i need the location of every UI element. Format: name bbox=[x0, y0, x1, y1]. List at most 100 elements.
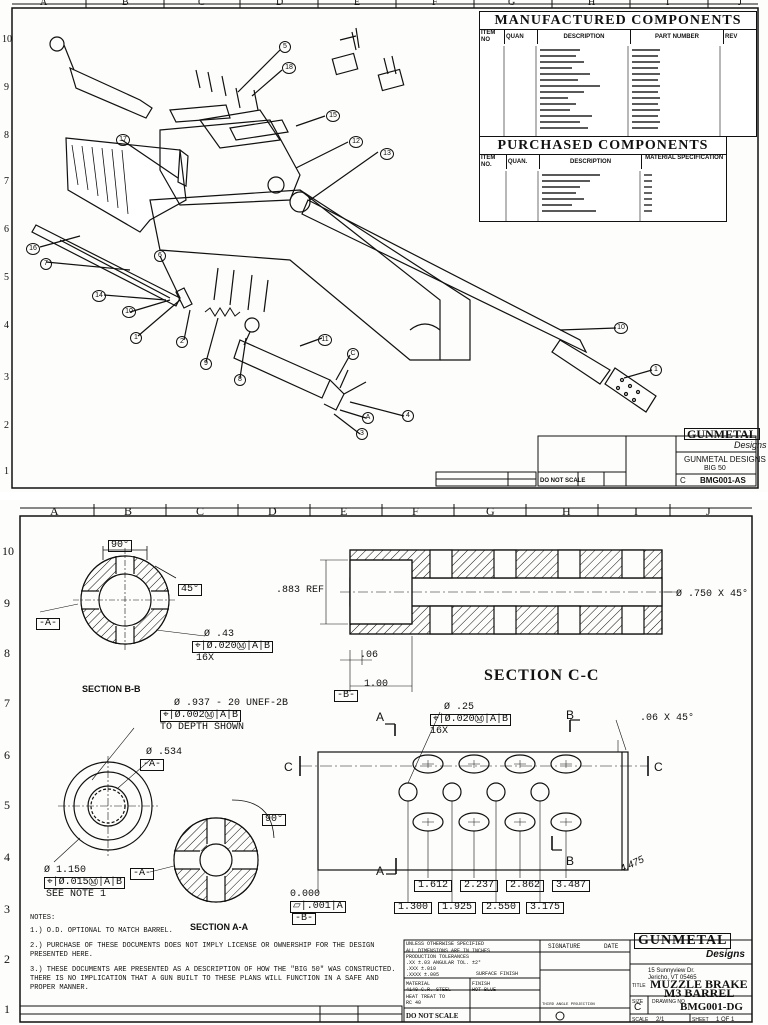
cc-datum-b: -B- bbox=[334, 690, 359, 702]
dim-top-4: 3.487 bbox=[552, 880, 591, 892]
balloon-6: 6 bbox=[154, 250, 166, 262]
zone-x-D: D bbox=[268, 504, 277, 518]
zone-y-10: 10 bbox=[2, 34, 12, 45]
cut-c-left: C bbox=[284, 760, 293, 774]
balloon-10a: 10 bbox=[122, 306, 136, 318]
notes-block: NOTES: 1.) O.D. OPTIONAL TO MATCH BARREL… bbox=[30, 914, 400, 993]
note-1: 1.) O.D. OPTIONAL TO MATCH BARREL. bbox=[30, 927, 173, 935]
end-datum: -A- bbox=[140, 759, 165, 771]
tb-heat-label: HEAT TREAT TO bbox=[406, 994, 446, 1000]
zone-x-A: A bbox=[50, 504, 59, 518]
cc-dim-06: .06 bbox=[360, 650, 379, 661]
zone-x-G: G bbox=[508, 0, 516, 8]
note-3: 3.) THESE DOCUMENTS ARE PRESENTED AS A D… bbox=[30, 966, 396, 992]
tb-material-label: MATERIAL bbox=[406, 981, 431, 987]
col-description: DESCRIPTION bbox=[540, 155, 643, 169]
manufactured-header-row: ITEM NO QUAN DESCRIPTION PART NUMBER REV bbox=[480, 29, 756, 44]
cc-dim-100: 1.00 bbox=[364, 679, 389, 690]
do-not-scale: DO NOT SCALE bbox=[540, 478, 586, 484]
note-2: 2.) PURCHASE OF THESE DOCUMENTS DOES NOT… bbox=[30, 942, 375, 959]
bb-angle: 90° bbox=[108, 540, 133, 552]
purchased-rows-illegible bbox=[505, 171, 652, 221]
manufactured-components-table: MANUFACTURED COMPONENTS ITEM NO QUAN DES… bbox=[479, 11, 757, 137]
company-address1: 15 Sunnyview Dr. bbox=[648, 968, 695, 974]
zone-x-B: B bbox=[122, 0, 129, 8]
section-aa-label: SECTION A-A bbox=[190, 922, 249, 932]
balloon-7: 7 bbox=[40, 258, 52, 270]
side-chamfer: .06 X 45° bbox=[640, 713, 695, 724]
balloon-11: 11 bbox=[318, 334, 332, 346]
side-flat-tol: ⏥|.001|A bbox=[290, 901, 346, 913]
assembly-sheet: A B C D E F G H I J 10 9 8 7 6 5 4 3 2 1… bbox=[0, 0, 768, 492]
tb-size: C bbox=[634, 1002, 642, 1013]
drawing-number: BMG001-DG bbox=[680, 1001, 743, 1013]
end-thread: Ø .937 - 20 UNEF-2B bbox=[174, 698, 289, 709]
section-bb-label: SECTION B-B bbox=[82, 684, 141, 694]
bb-datum: -A- bbox=[36, 618, 61, 630]
tb-signature: SIGNATURE bbox=[548, 943, 581, 950]
zone-x-H: H bbox=[588, 0, 596, 8]
tb-tol3: .XXXX ±.005 bbox=[406, 972, 440, 978]
zone-y-9: 9 bbox=[4, 82, 9, 93]
end-od-tol: ⌖|Ø.015Ⓜ|A|B bbox=[44, 877, 125, 889]
side-count: 16X bbox=[430, 726, 449, 737]
zone-y-3: 3 bbox=[4, 372, 9, 383]
zone-y-6: 6 bbox=[4, 224, 9, 235]
dim-top-1: 1.612 bbox=[414, 880, 453, 892]
manufactured-title: MANUFACTURED COMPONENTS bbox=[494, 13, 742, 28]
balloon-13: 13 bbox=[380, 148, 394, 160]
balloon-1a: 1 bbox=[130, 332, 142, 344]
zone-y-1: 1 bbox=[4, 466, 9, 477]
purchased-header-row: ITEM NO. QUAN. DESCRIPTION MATERIAL SPEC… bbox=[480, 154, 726, 169]
col-item-no: ITEM NO bbox=[480, 30, 505, 44]
col-quan: QUAN. bbox=[507, 155, 540, 169]
zone-y-10: 10 bbox=[2, 544, 14, 558]
zone-x-D: D bbox=[276, 0, 284, 8]
zone-x-F: F bbox=[432, 0, 438, 8]
aa-angle: 90° bbox=[262, 814, 287, 826]
zone-y-7: 7 bbox=[4, 696, 10, 710]
bb-hole-count: 16X bbox=[196, 653, 215, 664]
end-thread-tol: ⌖|Ø.002Ⓜ|A|B bbox=[160, 710, 241, 722]
side-datum-b: -B- bbox=[292, 913, 317, 925]
col-part-number: PART NUMBER bbox=[631, 30, 724, 44]
zone-x-A: A bbox=[40, 0, 48, 8]
tb-projection: THIRD ANGLE PROJECTION bbox=[542, 1003, 595, 1007]
purchased-components-table: PURCHASED COMPONENTS ITEM NO. QUAN. DESC… bbox=[479, 136, 727, 222]
tb-sheet-label: SHEET bbox=[692, 1017, 709, 1023]
titleblock-size: C bbox=[680, 476, 686, 485]
side-hole-tol: ⌖|Ø.020Ⓜ|A|B bbox=[430, 714, 511, 726]
company-address2: Jericho, VT 05465 bbox=[648, 975, 697, 981]
bb-chamfer: 45° bbox=[178, 584, 203, 596]
zone-y-8: 8 bbox=[4, 130, 9, 141]
end-depth: TO DEPTH SHOWN bbox=[160, 722, 245, 733]
cut-b-bottom: B bbox=[566, 854, 575, 868]
zone-y-8: 8 bbox=[4, 646, 10, 660]
tb-scale-label: SCALE bbox=[632, 1017, 649, 1023]
tb-do-not-scale: DO NOT SCALE bbox=[406, 1012, 459, 1020]
zone-y-2: 2 bbox=[4, 420, 9, 431]
zone-y-9: 9 bbox=[4, 596, 10, 610]
zone-x-E: E bbox=[354, 0, 361, 8]
tb-tol2: .XXX ±.010 bbox=[406, 966, 437, 972]
col-item-no: ITEM NO. bbox=[480, 155, 507, 169]
tb-scale: 2/1 bbox=[656, 1017, 665, 1023]
zone-y-1: 1 bbox=[4, 1002, 10, 1016]
zone-y-4: 4 bbox=[4, 320, 9, 331]
zone-y-4: 4 bbox=[4, 850, 10, 864]
tolerance-block: UNLESS OTHERWISE SPECIFIED ALL DIMENSION… bbox=[406, 941, 540, 978]
drawing-title-2: M3 BARREL bbox=[664, 986, 735, 1000]
cut-c-right: C bbox=[654, 760, 663, 774]
side-hole: Ø .25 bbox=[444, 702, 475, 713]
tb-finish: SURFACE FINISH bbox=[476, 971, 519, 977]
dim-bottom-3: 2.550 bbox=[482, 902, 521, 914]
balloon-4: 4 bbox=[402, 410, 414, 422]
balloon-1b: 1 bbox=[650, 364, 662, 376]
drawing-title-1: MUZZLE BRAKE bbox=[650, 977, 748, 991]
side-zero: 0.000 bbox=[290, 889, 321, 900]
dim-bottom-4: 3.175 bbox=[526, 902, 565, 914]
tb-title-label: TITLE bbox=[632, 983, 646, 989]
tb-dims: ALL DIMENSIONS ARE IN INCHES bbox=[406, 948, 491, 954]
zone-y-5: 5 bbox=[4, 798, 10, 812]
gunmetal-logo: GUNMETAL bbox=[684, 428, 760, 440]
